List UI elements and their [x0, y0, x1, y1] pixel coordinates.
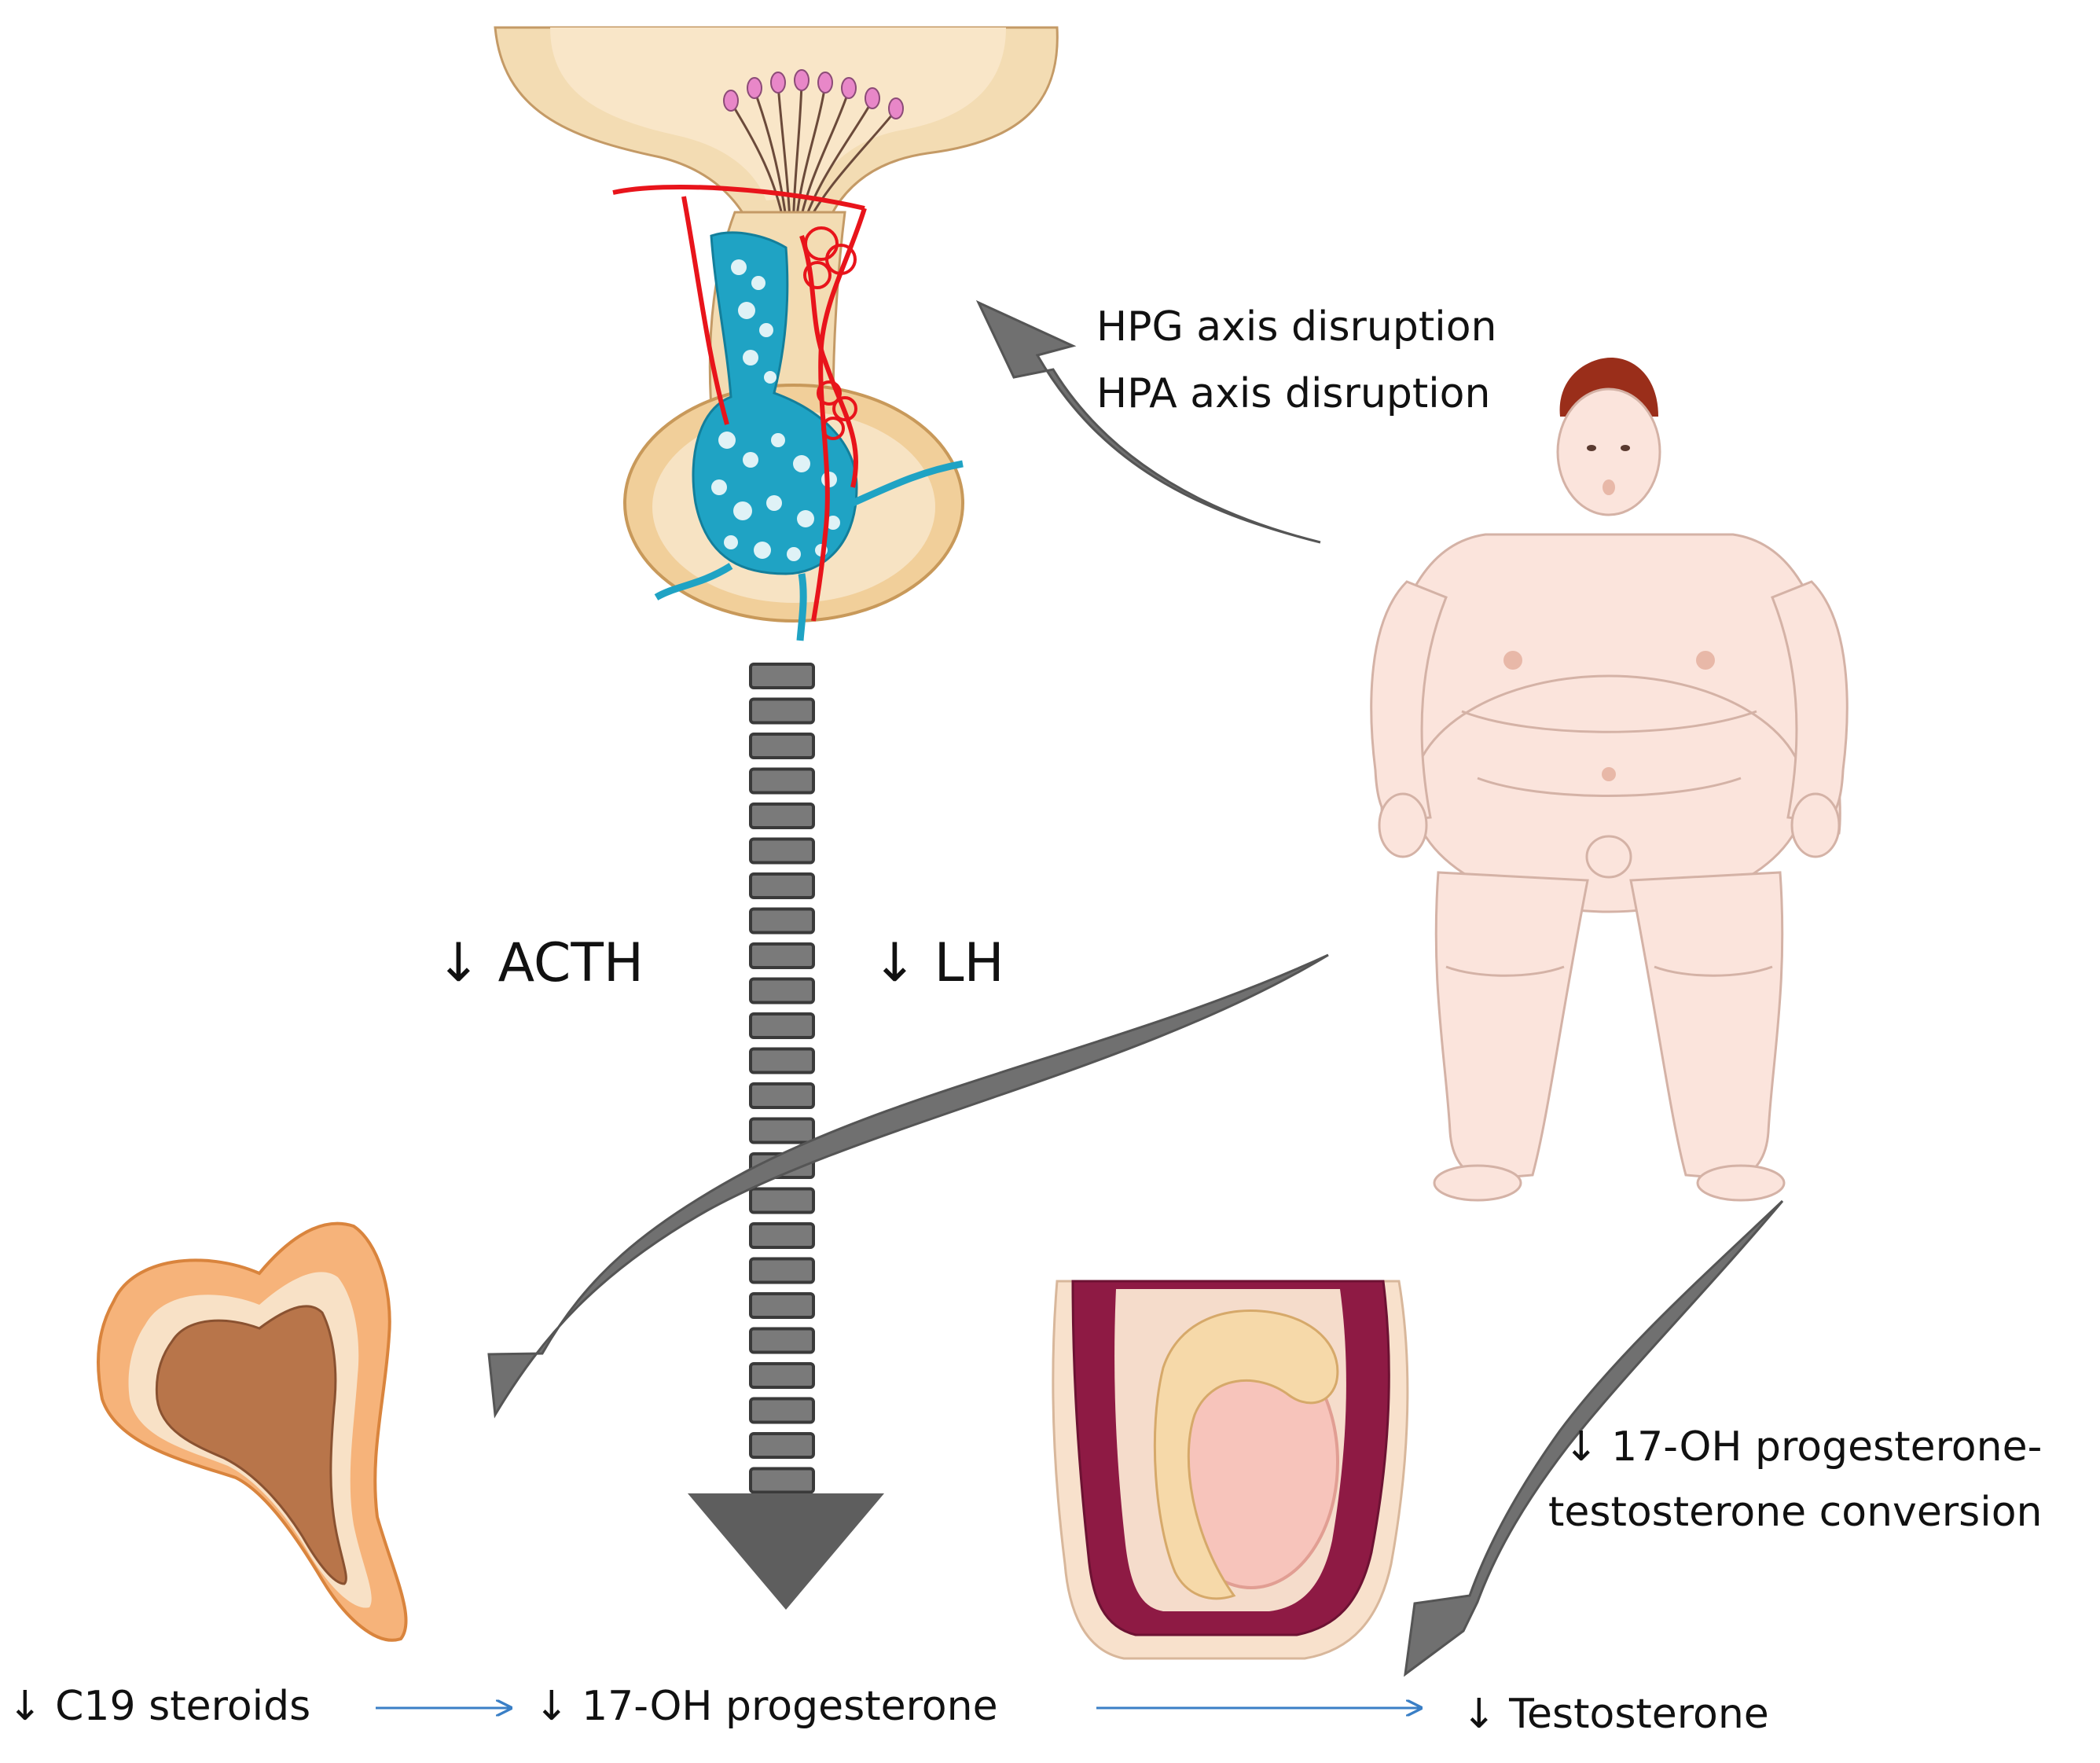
dash-segment	[749, 803, 815, 829]
label-hpg-axis-disruption: HPG axis disruption	[1096, 303, 1497, 351]
dash-segment	[749, 837, 815, 865]
dash-segment	[749, 942, 815, 969]
dashed-arrow-down	[749, 663, 815, 1494]
dash-segment	[749, 1432, 815, 1459]
dash-segment	[749, 1292, 815, 1319]
dash-segment	[749, 1012, 815, 1039]
dash-segment	[749, 1187, 815, 1214]
dash-segment	[749, 1047, 815, 1074]
label-hpa-axis-disruption: HPA axis disruption	[1096, 370, 1491, 417]
dash-segment	[749, 907, 815, 935]
arrow-to-adrenal	[487, 953, 1329, 1419]
dash-segment	[749, 733, 815, 759]
dash-segment	[749, 1362, 815, 1389]
dash-segment	[749, 1257, 815, 1284]
dash-segment	[749, 977, 815, 1005]
dash-segment	[749, 1117, 815, 1144]
label-c19-steroids: ↓ C19 steroids	[8, 1683, 311, 1730]
label-conversion-line1: ↓ 17-OH progesterone-	[1564, 1423, 2043, 1471]
arrow-to-testis	[1404, 1199, 1784, 1677]
dash-segment	[749, 663, 815, 689]
dash-segment	[749, 1327, 815, 1354]
dash-segment	[749, 767, 815, 795]
label-17-oh-progesterone: ↓ 17-OH progesterone	[534, 1683, 998, 1730]
testis-illustration	[1052, 1280, 1409, 1660]
label-conversion-line2: testosterone conversion	[1548, 1489, 2043, 1536]
label-testosterone: ↓ Testosterone	[1462, 1691, 1769, 1738]
arrowhead-down	[688, 1493, 884, 1610]
dash-segment	[749, 1222, 815, 1249]
arrow-to-pituitary	[975, 299, 1321, 544]
pituitary-illustration	[494, 26, 1059, 641]
adrenal-gland-illustration	[97, 1221, 408, 1642]
dash-segment	[749, 872, 815, 899]
label-lh: ↓ LH	[872, 932, 1004, 994]
dash-segment	[749, 697, 815, 725]
label-acth: ↓ ACTH	[436, 932, 644, 994]
dash-segment	[749, 1082, 815, 1109]
dash-segment	[749, 1397, 815, 1424]
dash-segment	[749, 1467, 815, 1494]
obese-man-illustration	[1370, 358, 1849, 1202]
